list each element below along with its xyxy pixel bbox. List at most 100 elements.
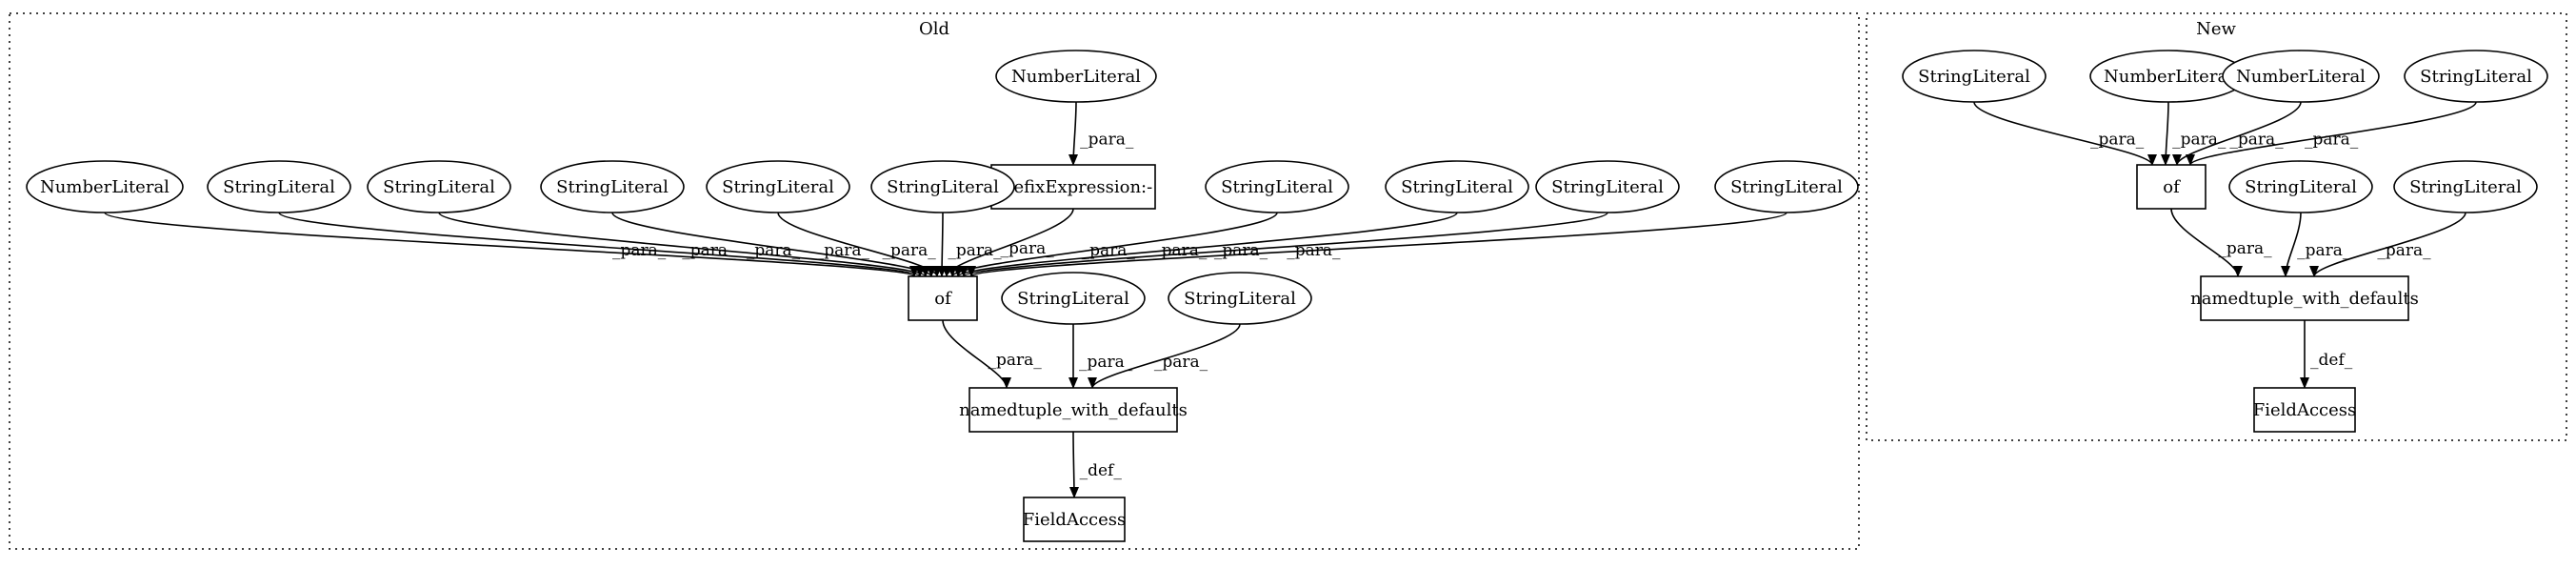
cluster-old-label: Old [919, 19, 949, 39]
edge-n_n1-to-n_of: _para_ [2161, 101, 2227, 166]
edge-line [967, 212, 1787, 277]
edge-label: _def_ [1080, 461, 1123, 480]
edge-label: _para_ [682, 241, 736, 260]
node-label: StringLiteral [722, 177, 834, 197]
node-ellipse [2222, 50, 2380, 103]
edge-line [937, 212, 948, 277]
node-label: namedtuple_with_defaults [2190, 289, 2419, 309]
edge-label: _para_ [1154, 353, 1208, 372]
node-o_fa: FieldAccess [1023, 497, 1126, 542]
node-ellipse [207, 160, 351, 213]
node-label: NumberLiteral [2104, 67, 2233, 87]
edge-o_s8-to-o_of: _para_ [959, 212, 1608, 277]
node-o_s8: StringLiteral [1535, 160, 1680, 213]
node-ellipse [1714, 160, 1859, 213]
edge-label: _para_ [2305, 130, 2359, 149]
node-ellipse [2228, 160, 2373, 213]
node-o_s9: StringLiteral [1714, 160, 1859, 213]
node-ellipse [706, 160, 850, 213]
edge-n_n2-to-n_of: _para_ [2172, 101, 2302, 166]
edge-line [1068, 431, 1079, 498]
edge-line [2161, 101, 2171, 166]
edge-o_s5-to-o_of: _para_ [937, 212, 1002, 277]
cluster-new-frame [1866, 12, 2567, 441]
cluster-new-label: New [2196, 19, 2236, 39]
edge-o_num-to-o_of: _para_ [104, 212, 919, 277]
node-o_s10: StringLiteral [1001, 272, 1146, 325]
edge-o_s1-to-o_of: _para_ [278, 212, 925, 277]
node-label: StringLiteral [383, 177, 495, 197]
edge-label: _para_ [2172, 130, 2227, 149]
edge-line [1068, 101, 1079, 166]
edge-label: _para_ [1214, 241, 1268, 260]
node-n_n1: NumberLiteral [2089, 50, 2247, 103]
node-ellipse [1902, 50, 2047, 103]
node-label: StringLiteral [1551, 177, 1664, 197]
edge-line [953, 212, 1458, 277]
edge-line [777, 212, 942, 277]
node-label: StringLiteral [1918, 67, 2030, 87]
node-box [2253, 387, 2356, 433]
node-label: FieldAccess [2253, 400, 2356, 420]
node-o_s3: StringLiteral [540, 160, 685, 213]
node-label: FieldAccess [1023, 510, 1126, 530]
node-box [2200, 275, 2409, 321]
node-label: StringLiteral [1184, 289, 1296, 309]
edge-line [2309, 212, 2466, 277]
node-o_nwd: namedtuple_with_defaults [959, 387, 1188, 433]
edge-line [438, 212, 930, 277]
node-ellipse [540, 160, 685, 213]
node-o_s4: StringLiteral [706, 160, 850, 213]
node-label: StringLiteral [2409, 177, 2522, 197]
node-o_num: NumberLiteral [26, 160, 184, 213]
edge-o_of-to-o_nwd: _para_ [942, 319, 1043, 389]
edges-layer: _para__para__para__para__para__para__par… [104, 101, 2477, 498]
edge-label: _para_ [816, 241, 870, 260]
edge-o_s11-to-o_nwd: _para_ [1088, 323, 1241, 389]
edge-label: _def_ [2310, 351, 2353, 370]
node-o_s2: StringLiteral [367, 160, 511, 213]
edge-n_of-to-n_nwd: _para_ [2170, 208, 2272, 277]
edge-label: _para_ [883, 241, 937, 260]
node-o_num_top: NumberLiteral [995, 50, 1157, 103]
edge-label: _para_ [1287, 241, 1341, 260]
node-ellipse [1535, 160, 1680, 213]
node-label: NumberLiteral [40, 177, 170, 197]
node-box [968, 387, 1178, 433]
edge-label: _para_ [2377, 241, 2431, 260]
node-label: StringLiteral [1730, 177, 1843, 197]
edge-label: _para_ [948, 241, 1002, 260]
edge-line [2170, 208, 2243, 277]
edge-line [2281, 212, 2302, 277]
clusters-layer: Old New [9, 12, 2567, 550]
edge-o_nwd-to-o_fa: _def_ [1068, 431, 1123, 498]
node-box [908, 275, 978, 321]
node-n_s2: StringLiteral [2404, 50, 2548, 103]
edge-label: _para_ [988, 351, 1043, 370]
edge-label: _para_ [2229, 130, 2284, 149]
edge-label: _para_ [2218, 239, 2272, 258]
edge-line [1088, 323, 1241, 389]
edge-line [104, 212, 919, 277]
node-ellipse [1385, 160, 1529, 213]
node-label: StringLiteral [2420, 67, 2532, 87]
node-o_s1: StringLiteral [207, 160, 351, 213]
node-o_s5: StringLiteral [870, 160, 1015, 213]
node-n_s1: StringLiteral [1902, 50, 2047, 103]
edge-label: _para_ [612, 241, 667, 260]
node-label: of [934, 289, 952, 309]
edge-label: _para_ [2297, 241, 2351, 260]
node-label: NumberLiteral [1011, 67, 1141, 87]
edge-label: _para_ [2090, 130, 2145, 149]
edge-n_s1-to-n_of: _para_ [1973, 101, 2157, 166]
edge-n_nwd-to-n_fa: _def_ [2300, 320, 2353, 389]
node-box [2136, 164, 2207, 210]
nodes-layer: NumberLiteralPrefixExpression:-NumberLit… [26, 50, 2548, 542]
node-ellipse [1168, 272, 1312, 325]
cluster-old-frame [9, 12, 1860, 550]
node-ellipse [995, 50, 1157, 103]
edge-o_s10-to-o_nwd: _para_ [1068, 324, 1133, 389]
node-label: NumberLiteral [2236, 67, 2366, 87]
node-n_nwd: namedtuple_with_defaults [2190, 275, 2419, 321]
